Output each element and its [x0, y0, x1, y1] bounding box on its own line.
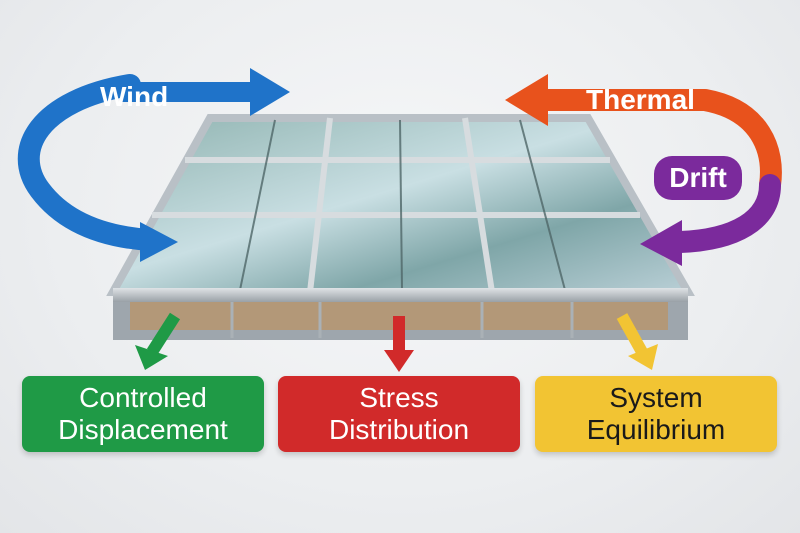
system-equilibrium-label: System Equilibrium — [586, 382, 726, 445]
wind-arrow — [17, 68, 290, 262]
controlled-displacement-label: Controlled Displacement — [58, 382, 228, 445]
equilibrium-arrow — [616, 313, 658, 370]
glass-grid — [152, 117, 640, 293]
drift-arrow — [640, 174, 781, 266]
panel-front-rail — [113, 288, 688, 302]
panel-inner-strip — [130, 300, 668, 330]
skylight-panel — [106, 114, 695, 340]
panel-base-dividers — [230, 302, 574, 338]
displacement-arrow — [135, 312, 181, 370]
drift-pill — [654, 156, 742, 200]
controlled-displacement-box: Controlled Displacement — [22, 376, 264, 452]
glass-mullions — [239, 119, 566, 291]
stress-distribution-label: Stress Distribution — [328, 382, 470, 445]
system-equilibrium-box: System Equilibrium — [535, 376, 777, 452]
wind-label: Wind — [100, 81, 169, 112]
stress-distribution-box: Stress Distribution — [278, 376, 520, 452]
thermal-label: Thermal — [586, 84, 695, 115]
stress-arrow — [384, 316, 414, 372]
drift-label: Drift — [669, 162, 727, 193]
thermal-arrow — [505, 74, 782, 196]
